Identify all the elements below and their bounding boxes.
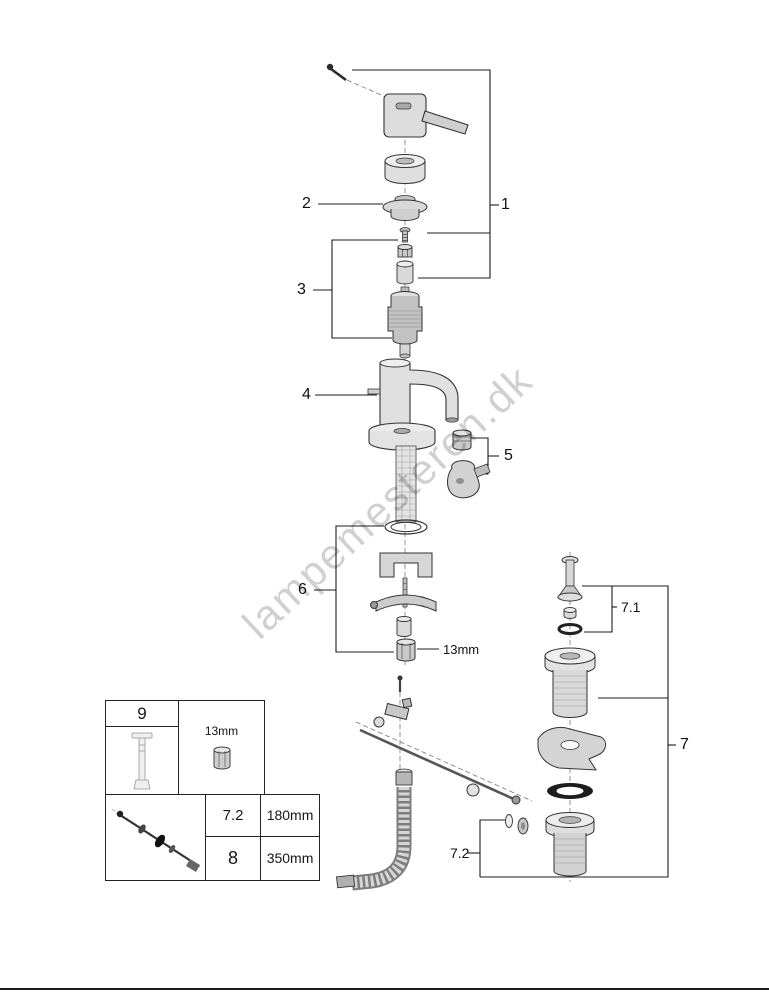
lift-rod-assembly: [359, 675, 521, 805]
callout-7-1: 7.1: [621, 599, 641, 615]
nut-13mm-part: [396, 638, 416, 662]
cartridge-nut-part: [397, 244, 413, 258]
callout-5: 5: [504, 447, 513, 464]
legend-nut-cell: 13mm: [179, 701, 264, 794]
legend-box-tool: 9 13mm: [105, 700, 265, 795]
callout-13mm: 13mm: [443, 642, 480, 657]
drain-body-part: [545, 812, 595, 877]
callout-6: 6: [298, 581, 307, 598]
callout-4: 4: [302, 386, 311, 403]
escutcheon-ring-part: [384, 154, 426, 184]
legend-tool-number: 9: [106, 701, 178, 727]
mounting-bracket-part: [370, 552, 437, 637]
supply-hose-part: [336, 768, 413, 891]
mounting-tool-icon: [131, 732, 153, 790]
leader-lines: [313, 69, 676, 878]
callout-2: 2: [302, 195, 311, 212]
callout-1: 1: [501, 196, 510, 213]
drain-clamp-part: [537, 726, 606, 771]
faucet-body-part: [367, 358, 459, 451]
part-5-fittings: [447, 429, 491, 499]
callout-3: 3: [297, 281, 306, 298]
callout-7-2: 7.2: [450, 845, 470, 861]
drain-o-ring-part: [557, 623, 583, 635]
handle-screw-part: [326, 63, 347, 82]
popup-rod-ring-part: [563, 607, 577, 619]
legend-nut-size: 13mm: [204, 724, 239, 738]
o-ring-part: [384, 519, 428, 535]
cartridge-sleeve-part: [396, 260, 414, 285]
footer-divider: [0, 988, 769, 990]
drain-flange-part: [544, 647, 596, 718]
callout-7: 7: [680, 736, 689, 753]
legend-row2-length: 350mm: [266, 850, 314, 867]
legend-row2-part: 8: [206, 837, 262, 880]
handle-part: [383, 93, 469, 138]
hex-nut-icon: [213, 746, 230, 770]
legend-tool-cell: 9: [106, 701, 179, 794]
legend-row1-part: 7.2: [206, 794, 262, 837]
cartridge-part: [387, 286, 423, 359]
part-2-ring: [382, 195, 428, 221]
lift-rod-icon: [111, 808, 201, 872]
threaded-shank-part: [395, 445, 417, 523]
legend-box-table: 7.2 180mm 8 350mm: [105, 793, 320, 881]
legend-rod-cell: [106, 794, 206, 880]
legend-row1-length: 180mm: [261, 795, 319, 837]
drain-gasket-part: [547, 783, 593, 799]
legend-size-table: 7.2 180mm 8 350mm: [206, 794, 319, 880]
cartridge-screw-part: [399, 227, 411, 243]
popup-knob-part: [557, 556, 583, 602]
rod-washer-nut-part: [505, 814, 529, 835]
